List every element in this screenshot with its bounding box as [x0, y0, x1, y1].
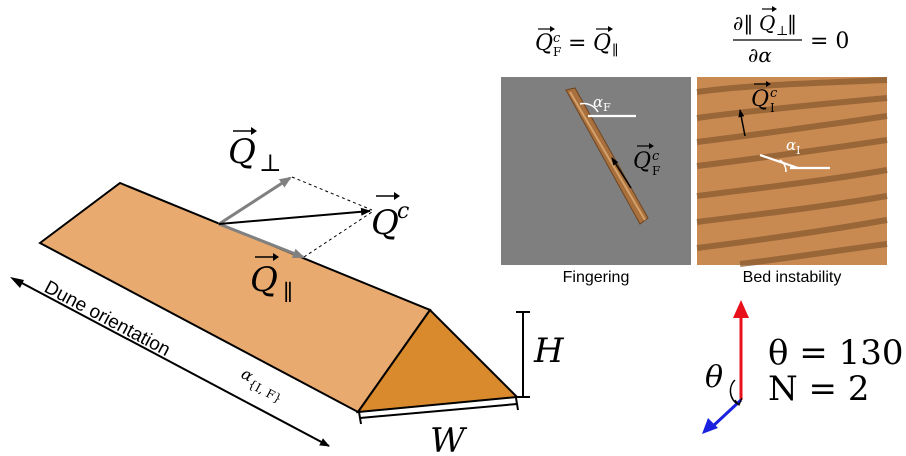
q-parallel-arrow	[218, 222, 305, 259]
width-dimension	[358, 397, 519, 425]
svg-text:∥: ∥	[283, 281, 293, 306]
dune-orientation-arrow	[10, 277, 330, 447]
svg-text:∥: ∥	[612, 43, 618, 59]
sand-ripples	[696, 77, 888, 267]
svg-text:F: F	[652, 164, 660, 178]
svg-text:Q: Q	[633, 149, 651, 174]
svg-text:∂‖: ∂‖	[733, 11, 753, 36]
svg-text:c: c	[397, 199, 409, 224]
svg-text:Q: Q	[759, 11, 775, 35]
svg-text:I: I	[770, 101, 775, 115]
wind-diagram	[702, 300, 749, 434]
svg-text:∂α: ∂α	[748, 43, 772, 67]
bed-equation: ∂‖ Q ⊥ ‖ ∂α = 0	[733, 6, 849, 67]
svg-text:Q: Q	[593, 31, 611, 56]
bed-equation-rhs: = 0	[810, 29, 849, 54]
flux-vectors	[218, 176, 373, 259]
width-label: W	[430, 421, 468, 456]
bed-caption: Bed instability	[743, 269, 842, 286]
svg-text:F: F	[553, 45, 561, 59]
svg-text:Q: Q	[535, 31, 553, 56]
fingering-equation: Q c F = Q ∥	[535, 26, 618, 59]
q-perp-arrow	[218, 176, 292, 226]
q-resultant-label: Q c	[371, 192, 409, 243]
height-label: H	[533, 331, 565, 371]
svg-text:c: c	[553, 31, 561, 46]
svg-text:⊥: ⊥	[776, 24, 788, 39]
svg-text:Q: Q	[228, 132, 256, 172]
fingering-caption: Fingering	[563, 269, 630, 286]
q-resultant-arrow	[218, 207, 371, 225]
dune-end-face	[355, 308, 520, 414]
q-perp-label: Q ⊥	[228, 127, 282, 177]
svg-text:‖: ‖	[787, 11, 797, 36]
q-parallel-label: Q ∥	[250, 253, 293, 306]
svg-text:Q: Q	[751, 87, 769, 112]
height-dimension	[516, 311, 530, 398]
n-value: N = 2	[768, 369, 870, 409]
fingering-panel: αF Q c F	[501, 77, 691, 265]
svg-text:Q: Q	[250, 260, 278, 300]
svg-text:⊥: ⊥	[259, 149, 282, 177]
svg-text:=: =	[568, 31, 586, 56]
theta-value: θ = 130°	[768, 333, 906, 373]
dune-prism	[38, 181, 520, 414]
svg-text:c: c	[652, 149, 660, 164]
bed-panel: αI Q c I	[696, 77, 888, 267]
theta-label: θ	[705, 360, 723, 395]
svg-text:c: c	[770, 86, 778, 101]
svg-text:Q: Q	[371, 203, 399, 243]
wind-arrow-secondary	[710, 398, 743, 429]
